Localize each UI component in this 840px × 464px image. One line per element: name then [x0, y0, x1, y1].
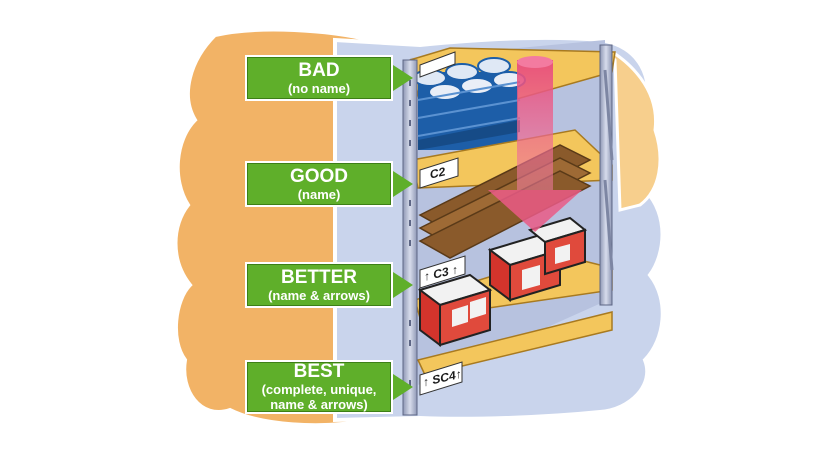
drums — [413, 57, 526, 150]
tag-strip-good — [419, 157, 459, 189]
arrow-right-icon — [393, 65, 413, 91]
label-good: GOOD (name) — [245, 161, 413, 207]
label-bad-subtitle: (no name) — [287, 80, 351, 96]
cross-brace — [603, 69, 614, 271]
arrow-right-icon — [393, 272, 413, 298]
focus-arrow — [488, 56, 582, 232]
arrow-right-icon — [393, 374, 413, 400]
arrow-right-icon — [393, 171, 413, 197]
boxes — [417, 216, 588, 347]
bottom-shelf-board — [416, 311, 613, 376]
tag-strip-better — [419, 255, 466, 289]
label-best-title: BEST — [293, 361, 345, 382]
label-best-subtitle-line1: (complete, unique, — [261, 382, 377, 397]
label-better-subtitle: (name & arrows) — [268, 287, 370, 303]
label-bad-title: BAD — [298, 59, 340, 81]
label-better-title: BETTER — [281, 266, 357, 288]
label-good-title: GOOD — [289, 165, 349, 187]
tag-strip-best — [419, 361, 463, 396]
label-best-subtitle-line2: name & arrows) — [270, 397, 368, 412]
label-good-subtitle: (name) — [297, 186, 341, 202]
tag-strip-top — [419, 51, 456, 78]
front-post-left — [402, 59, 418, 416]
label-best: BEST (complete, unique, name & arrows) — [245, 360, 413, 414]
label-better: BETTER (name & arrows) — [245, 262, 413, 308]
side-wall — [598, 43, 662, 212]
label-bad: BAD (no name) — [245, 55, 413, 101]
